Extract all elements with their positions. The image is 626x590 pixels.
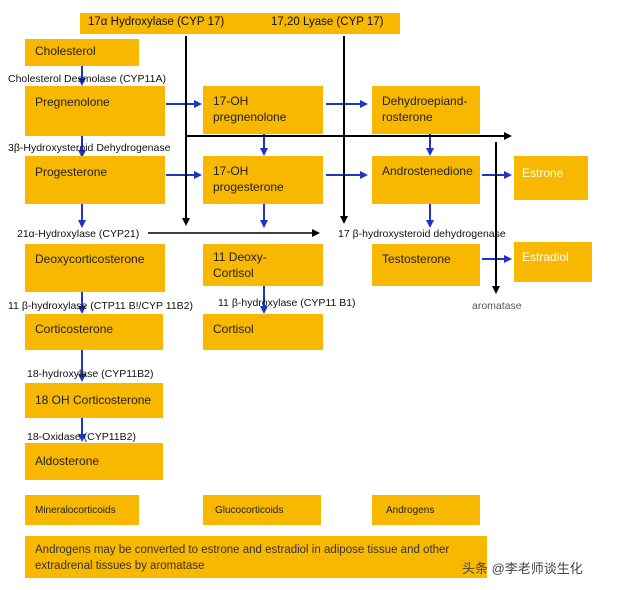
cortisol-label: Cortisol: [213, 322, 254, 336]
aldosterone-label: Aldosterone: [35, 454, 100, 468]
mineralocorticoids-box: Mineralocorticoids: [25, 495, 139, 525]
dhea-line1: Dehydroepiand-: [382, 94, 468, 108]
estrone-box: Estrone: [514, 156, 588, 200]
hydroxylase21-label: 21α-Hydroxylase (CYP21): [17, 228, 140, 240]
testosterone-label: Testosterone: [382, 252, 451, 266]
desmolase-label: Cholesterol Desmolase (CYP11A): [8, 73, 166, 85]
aromatase-label: aromatase: [472, 300, 522, 312]
oxidase18-label: 18-Oxidase (CYP11B2): [27, 431, 136, 443]
17oh-pregnenolone-box: 17-OH pregnenolone: [203, 86, 323, 134]
pregnenolone-label: Pregnenolone: [35, 95, 110, 109]
estradiol-label: Estradiol: [522, 250, 569, 264]
18oh-corticosterone-box: 18 OH Corticosterone: [25, 383, 163, 418]
deoxycorticosterone-label: Deoxycorticosterone: [35, 252, 145, 266]
glucocorticoids-box: Glucocorticoids: [203, 495, 321, 525]
corticosterone-box: Corticosterone: [25, 314, 163, 350]
progesterone-label: Progesterone: [35, 165, 108, 179]
mineralocorticoids-label: Mineralocorticoids: [35, 505, 116, 516]
17oh-progesterone-line1: 17-OH: [213, 164, 249, 178]
17oh-progesterone-line2: progesterone: [213, 180, 284, 194]
hsd17b-label: 17 β-hydroxysteroid dehydrogenase: [338, 228, 506, 240]
enzyme-1720-lyase-label: 17,20 Lyase (CYP 17): [271, 16, 384, 28]
watermark: 头条 @李老师谈生化: [462, 561, 583, 576]
hsd3b-label: 3β-Hydroxysteroid Dehydrogenase: [8, 142, 171, 154]
enzyme-header-banner: [80, 13, 400, 34]
pregnenolone-box: Pregnenolone: [25, 86, 165, 136]
androstenedione-box: Androstenedione: [372, 156, 480, 204]
cortisol-box: Cortisol: [203, 314, 323, 350]
testosterone-box: Testosterone: [372, 244, 480, 286]
17oh-pregnenolone-line1: 17-OH: [213, 94, 249, 108]
progesterone-box: Progesterone: [25, 156, 165, 204]
dhea-box: Dehydroepiand-rosterone: [372, 86, 480, 134]
androgens-box: Androgens: [372, 495, 480, 525]
glucocorticoids-label: Glucocorticoids: [215, 505, 284, 516]
deoxycortisol-line2: Cortisol: [213, 266, 254, 280]
estradiol-box: Estradiol: [514, 242, 592, 282]
estrone-label: Estrone: [522, 166, 564, 180]
18oh-corticosterone-label: 18 OH Corticosterone: [35, 393, 152, 407]
hydroxylase18-label: 18-hydroxylase (CYP11B2): [27, 368, 154, 380]
cholesterol-box: Cholesterol: [25, 39, 139, 66]
aromatase-note: Androgens may be converted to estrone an…: [25, 536, 487, 578]
deoxycortisol-line1: 11 Deoxy-: [213, 250, 267, 264]
androstenedione-label: Androstenedione: [382, 164, 473, 178]
deoxycorticosterone-box: Deoxycorticosterone: [25, 244, 165, 292]
enzyme-17a-hydroxylase-label: 17α Hydroxylase (CYP 17): [88, 16, 225, 28]
hydroxylase11-cmo-label: 11 β-hydroxylase (CTP11 B!/CYP 11B2): [8, 300, 194, 312]
androgens-label: Androgens: [386, 505, 435, 516]
deoxycortisol-box: 11 Deoxy- Cortisol: [203, 244, 323, 286]
dhea-line2: rosterone: [382, 110, 433, 124]
17oh-pregnenolone-line2: pregnenolone: [213, 110, 287, 124]
17oh-progesterone-box: 17-OH progesterone: [203, 156, 323, 204]
hydroxylase11-b1-label: 11 β-hydroxylase (CYP11 B1): [218, 297, 356, 309]
corticosterone-label: Corticosterone: [35, 322, 114, 336]
cholesterol-label: Cholesterol: [35, 44, 96, 58]
aldosterone-box: Aldosterone: [25, 443, 163, 480]
